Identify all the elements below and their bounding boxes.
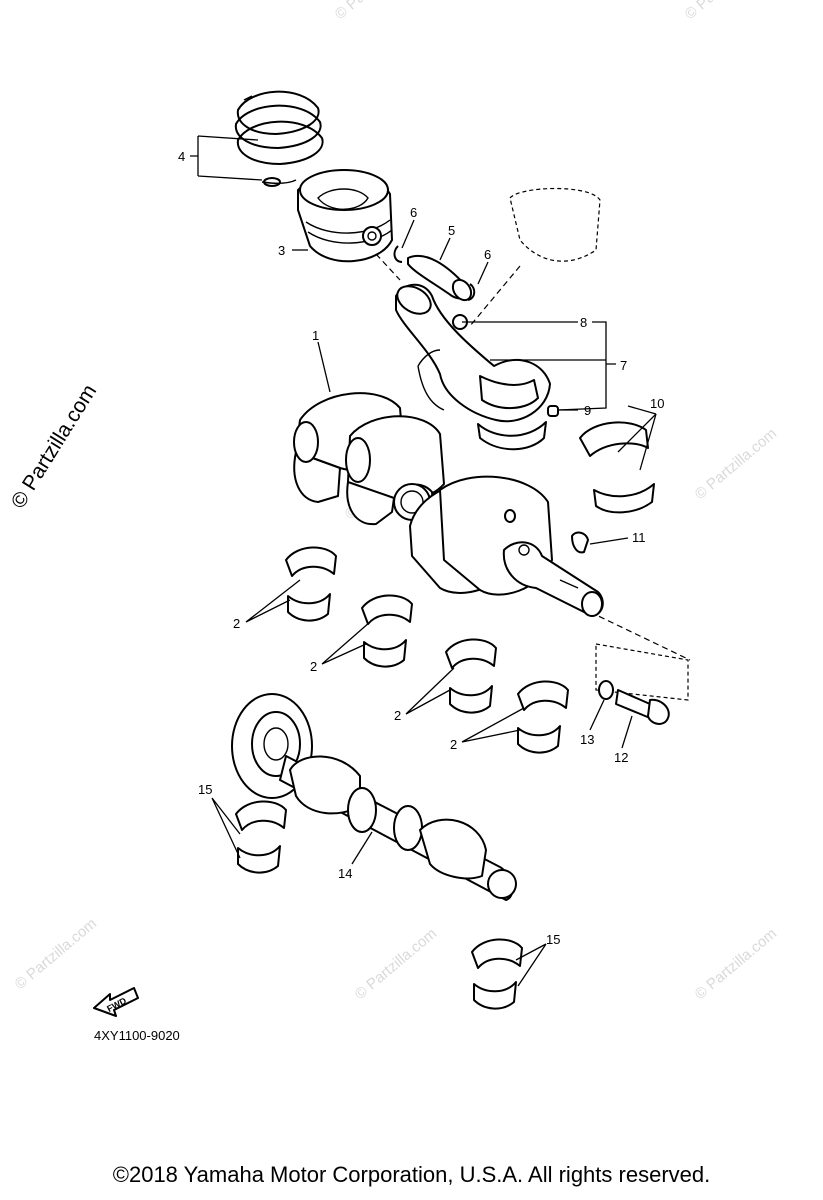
callout-4: 4 (178, 149, 185, 164)
callout-2: 2 (394, 708, 401, 723)
callout-13: 13 (580, 732, 594, 747)
callout-6: 6 (410, 205, 417, 220)
watermark-tile: © Partzilla.com (682, 0, 770, 23)
watermark-tile: © Partzilla.com (332, 0, 420, 23)
copyright-notice: ©2018 Yamaha Motor Corporation, U.S.A. A… (112, 1162, 711, 1187)
fwd-arrow-icon (93, 987, 139, 1017)
piston (297, 169, 393, 263)
callouts: 1 2 2 2 2 3 4 5 6 6 7 8 9 10 11 12 13 14… (178, 149, 664, 947)
callout-9: 9 (584, 403, 591, 418)
callout-8: 8 (580, 315, 587, 330)
diagram-code: 4XY1100-9020 (94, 1028, 180, 1043)
assembly-line (589, 611, 691, 661)
callout-15: 15 (198, 782, 212, 797)
watermark-tile: © Partzilla.com (352, 925, 440, 1003)
balancer-shaft (231, 693, 517, 901)
callout-1: 1 (312, 328, 319, 343)
callout-3: 3 (278, 243, 285, 258)
main-bearings (285, 546, 569, 754)
woodruff-key (571, 531, 589, 554)
watermark-tile: © Partzilla.com (12, 915, 100, 993)
callout-6: 6 (484, 247, 491, 262)
callout-12: 12 (614, 750, 628, 765)
assembly-line (469, 265, 521, 327)
callout-10: 10 (650, 396, 664, 411)
watermark-tile: © Partzilla.com (692, 925, 780, 1003)
callout-2: 2 (233, 616, 240, 631)
callout-7: 7 (620, 358, 627, 373)
bolt-and-washer (595, 643, 689, 725)
big-end-bearings (579, 421, 655, 514)
side-watermark: © Partzilla.com (7, 380, 101, 512)
piston-pin-and-clips (393, 245, 476, 302)
crankshaft (293, 392, 604, 617)
piston-rings (234, 90, 324, 187)
watermark-tile: © Partzilla.com (692, 425, 780, 503)
callout-14: 14 (338, 866, 352, 881)
callout-2: 2 (310, 659, 317, 674)
balancer-bearings (235, 800, 523, 1010)
connecting-rod (395, 187, 601, 451)
callout-5: 5 (448, 223, 455, 238)
leader-lines (190, 135, 657, 987)
callout-2: 2 (450, 737, 457, 752)
fwd-arrow: FWD (93, 987, 139, 1017)
assembly-line (375, 253, 401, 281)
callout-15: 15 (546, 932, 560, 947)
callout-11: 11 (632, 530, 646, 545)
